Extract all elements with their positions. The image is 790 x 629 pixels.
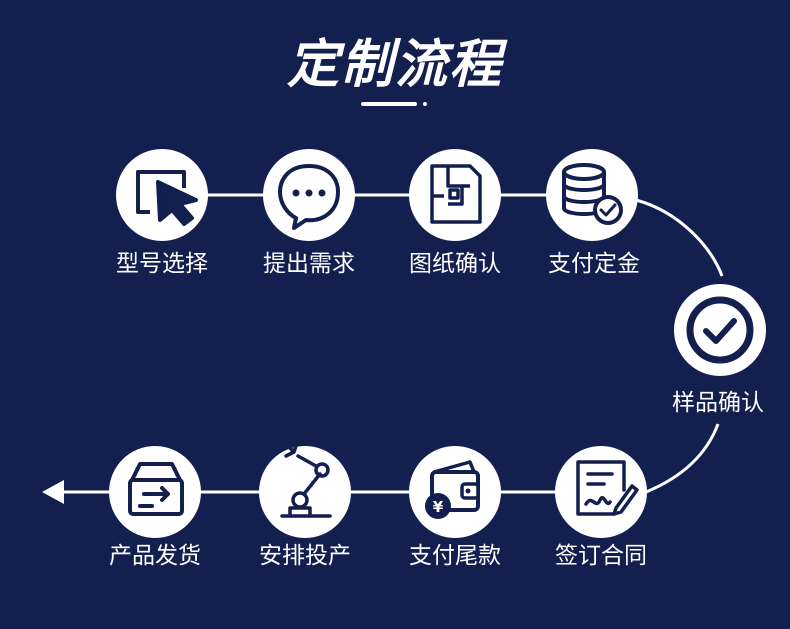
page-title: 定制流程	[286, 35, 503, 95]
svg-text:¥: ¥	[433, 498, 444, 516]
cursor-select-icon	[136, 170, 198, 226]
blueprint-icon	[430, 164, 482, 224]
wallet-yuan-icon: ¥	[425, 460, 480, 519]
arrow-head-icon	[42, 480, 64, 504]
step-label-3: 图纸确认	[409, 251, 501, 277]
step-label-7: 支付尾款	[409, 543, 501, 569]
step-node-4	[546, 149, 638, 241]
title-underline-dot	[423, 102, 427, 106]
step-label-5: 样品确认	[672, 390, 764, 416]
title-underline	[361, 102, 417, 106]
robot-arm-icon	[280, 444, 332, 518]
step-label-1: 型号选择	[116, 251, 208, 277]
connector-4-5	[635, 198, 724, 277]
step-label-4: 支付定金	[548, 251, 640, 277]
check-circle-icon	[686, 296, 754, 364]
chat-bubble-icon	[278, 164, 340, 230]
step-label-2: 提出需求	[263, 251, 355, 277]
step-label-6: 签订合同	[555, 543, 647, 569]
box-shipping-icon	[128, 462, 184, 516]
nodes	[109, 149, 766, 538]
database-check-icon	[562, 163, 623, 225]
step-node-7	[409, 446, 501, 538]
step-label-8: 安排投产	[259, 543, 351, 569]
connector-5-6	[645, 423, 720, 494]
contract-sign-icon	[576, 460, 639, 516]
flow-connectors	[60, 193, 724, 494]
step-node-3	[409, 149, 501, 241]
step-label-9: 产品发货	[109, 543, 201, 569]
step-node-6	[555, 446, 647, 538]
